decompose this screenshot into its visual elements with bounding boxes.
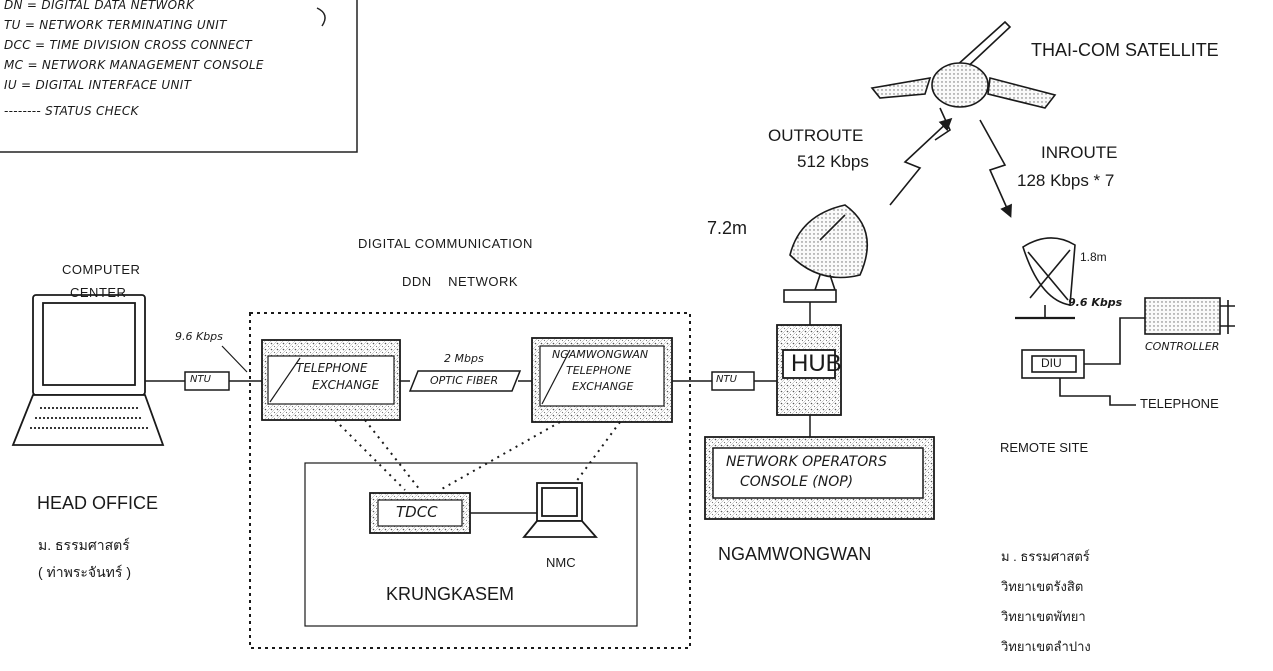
computer-center-line2: CENTER <box>70 285 126 300</box>
ddn-title-line2: DDN NETWORK <box>402 274 518 289</box>
head-office-name: HEAD OFFICE <box>37 493 158 514</box>
ddn-title-line1: DIGITAL COMMUNICATION <box>358 236 533 251</box>
optic-fiber-label: OPTIC FIBER <box>430 374 498 387</box>
legend-ntu: TU = NETWORK TERMINATING UNIT <box>4 18 227 32</box>
outroute-rate: 512 Kbps <box>797 152 869 172</box>
outroute-label: OUTROUTE <box>768 126 863 146</box>
remote-thai-line4: วิทยาเขตลำปาง <box>1001 636 1091 657</box>
legend-nmc: MC = NETWORK MANAGEMENT CONSOLE <box>4 58 264 72</box>
exchange-left-line2: EXCHANGE <box>312 378 379 392</box>
satellite-links <box>890 120 1010 215</box>
satellite-icon <box>872 22 1055 140</box>
head-office-thai-line1: ม. ธรรมศาสตร์ <box>38 535 130 557</box>
head-office-rate: 9.6 Kbps <box>175 330 223 343</box>
remote-rate: 9.6 Kbps <box>1068 296 1122 309</box>
exchange-right-line1: NGAMWONGWAN <box>552 348 648 361</box>
krungkasem-label: KRUNGKASEM <box>386 584 514 605</box>
remote-thai-line2: วิทยาเขตรังสิต <box>1001 576 1083 597</box>
hub-site-name: NGAMWONGWAN <box>718 544 871 565</box>
remote-dish-size: 1.8m <box>1080 250 1107 264</box>
computer-icon <box>13 295 163 445</box>
inroute-label: INROUTE <box>1041 143 1118 163</box>
legend-tdcc: DCC = TIME DIVISION CROSS CONNECT <box>4 38 252 52</box>
exchange-right-line2: TELEPHONE <box>566 364 632 377</box>
exchange-left-line1: TELEPHONE <box>296 361 367 375</box>
nop-line2: CONSOLE (NOP) <box>740 474 853 490</box>
nmc-label: NMC <box>546 555 576 570</box>
link-rate: 2 Mbps <box>444 352 484 365</box>
satellite-label: THAI-COM SATELLITE <box>1031 40 1219 61</box>
nmc-laptop-icon <box>524 483 596 537</box>
computer-center-line1: COMPUTER <box>62 262 140 277</box>
ntu-hub-label: NTU <box>716 374 737 385</box>
tdcc-label: TDCC <box>396 503 438 521</box>
status-check-lines <box>335 420 620 490</box>
ntu-head-office-label: NTU <box>190 374 211 385</box>
nop-line1: NETWORK OPERATORS <box>726 454 887 470</box>
telephone-label: TELEPHONE <box>1140 396 1219 411</box>
hub-label: HUB <box>791 350 842 378</box>
hub-dish-icon <box>784 205 867 302</box>
diu-label: DIU <box>1041 356 1062 370</box>
controller-label: CONTROLLER <box>1145 340 1219 353</box>
exchange-right-line3: EXCHANGE <box>572 380 633 393</box>
inroute-rate: 128 Kbps * 7 <box>1017 171 1114 191</box>
legend-diu: IU = DIGITAL INTERFACE UNIT <box>4 78 191 92</box>
remote-thai-line1: ม . ธรรมศาสตร์ <box>1001 546 1090 567</box>
remote-dish-icon <box>1015 238 1075 318</box>
head-office-thai-line2: ( ท่าพระจันทร์ ) <box>38 562 131 584</box>
legend-status-check: -------- STATUS CHECK <box>4 104 139 118</box>
remote-thai-line3: วิทยาเขตพัทยา <box>1001 606 1086 627</box>
remote-site-label: REMOTE SITE <box>1000 440 1088 455</box>
hub-dish-size: 7.2m <box>707 218 747 239</box>
legend-ddn: DN = DIGITAL DATA NETWORK <box>4 0 194 12</box>
